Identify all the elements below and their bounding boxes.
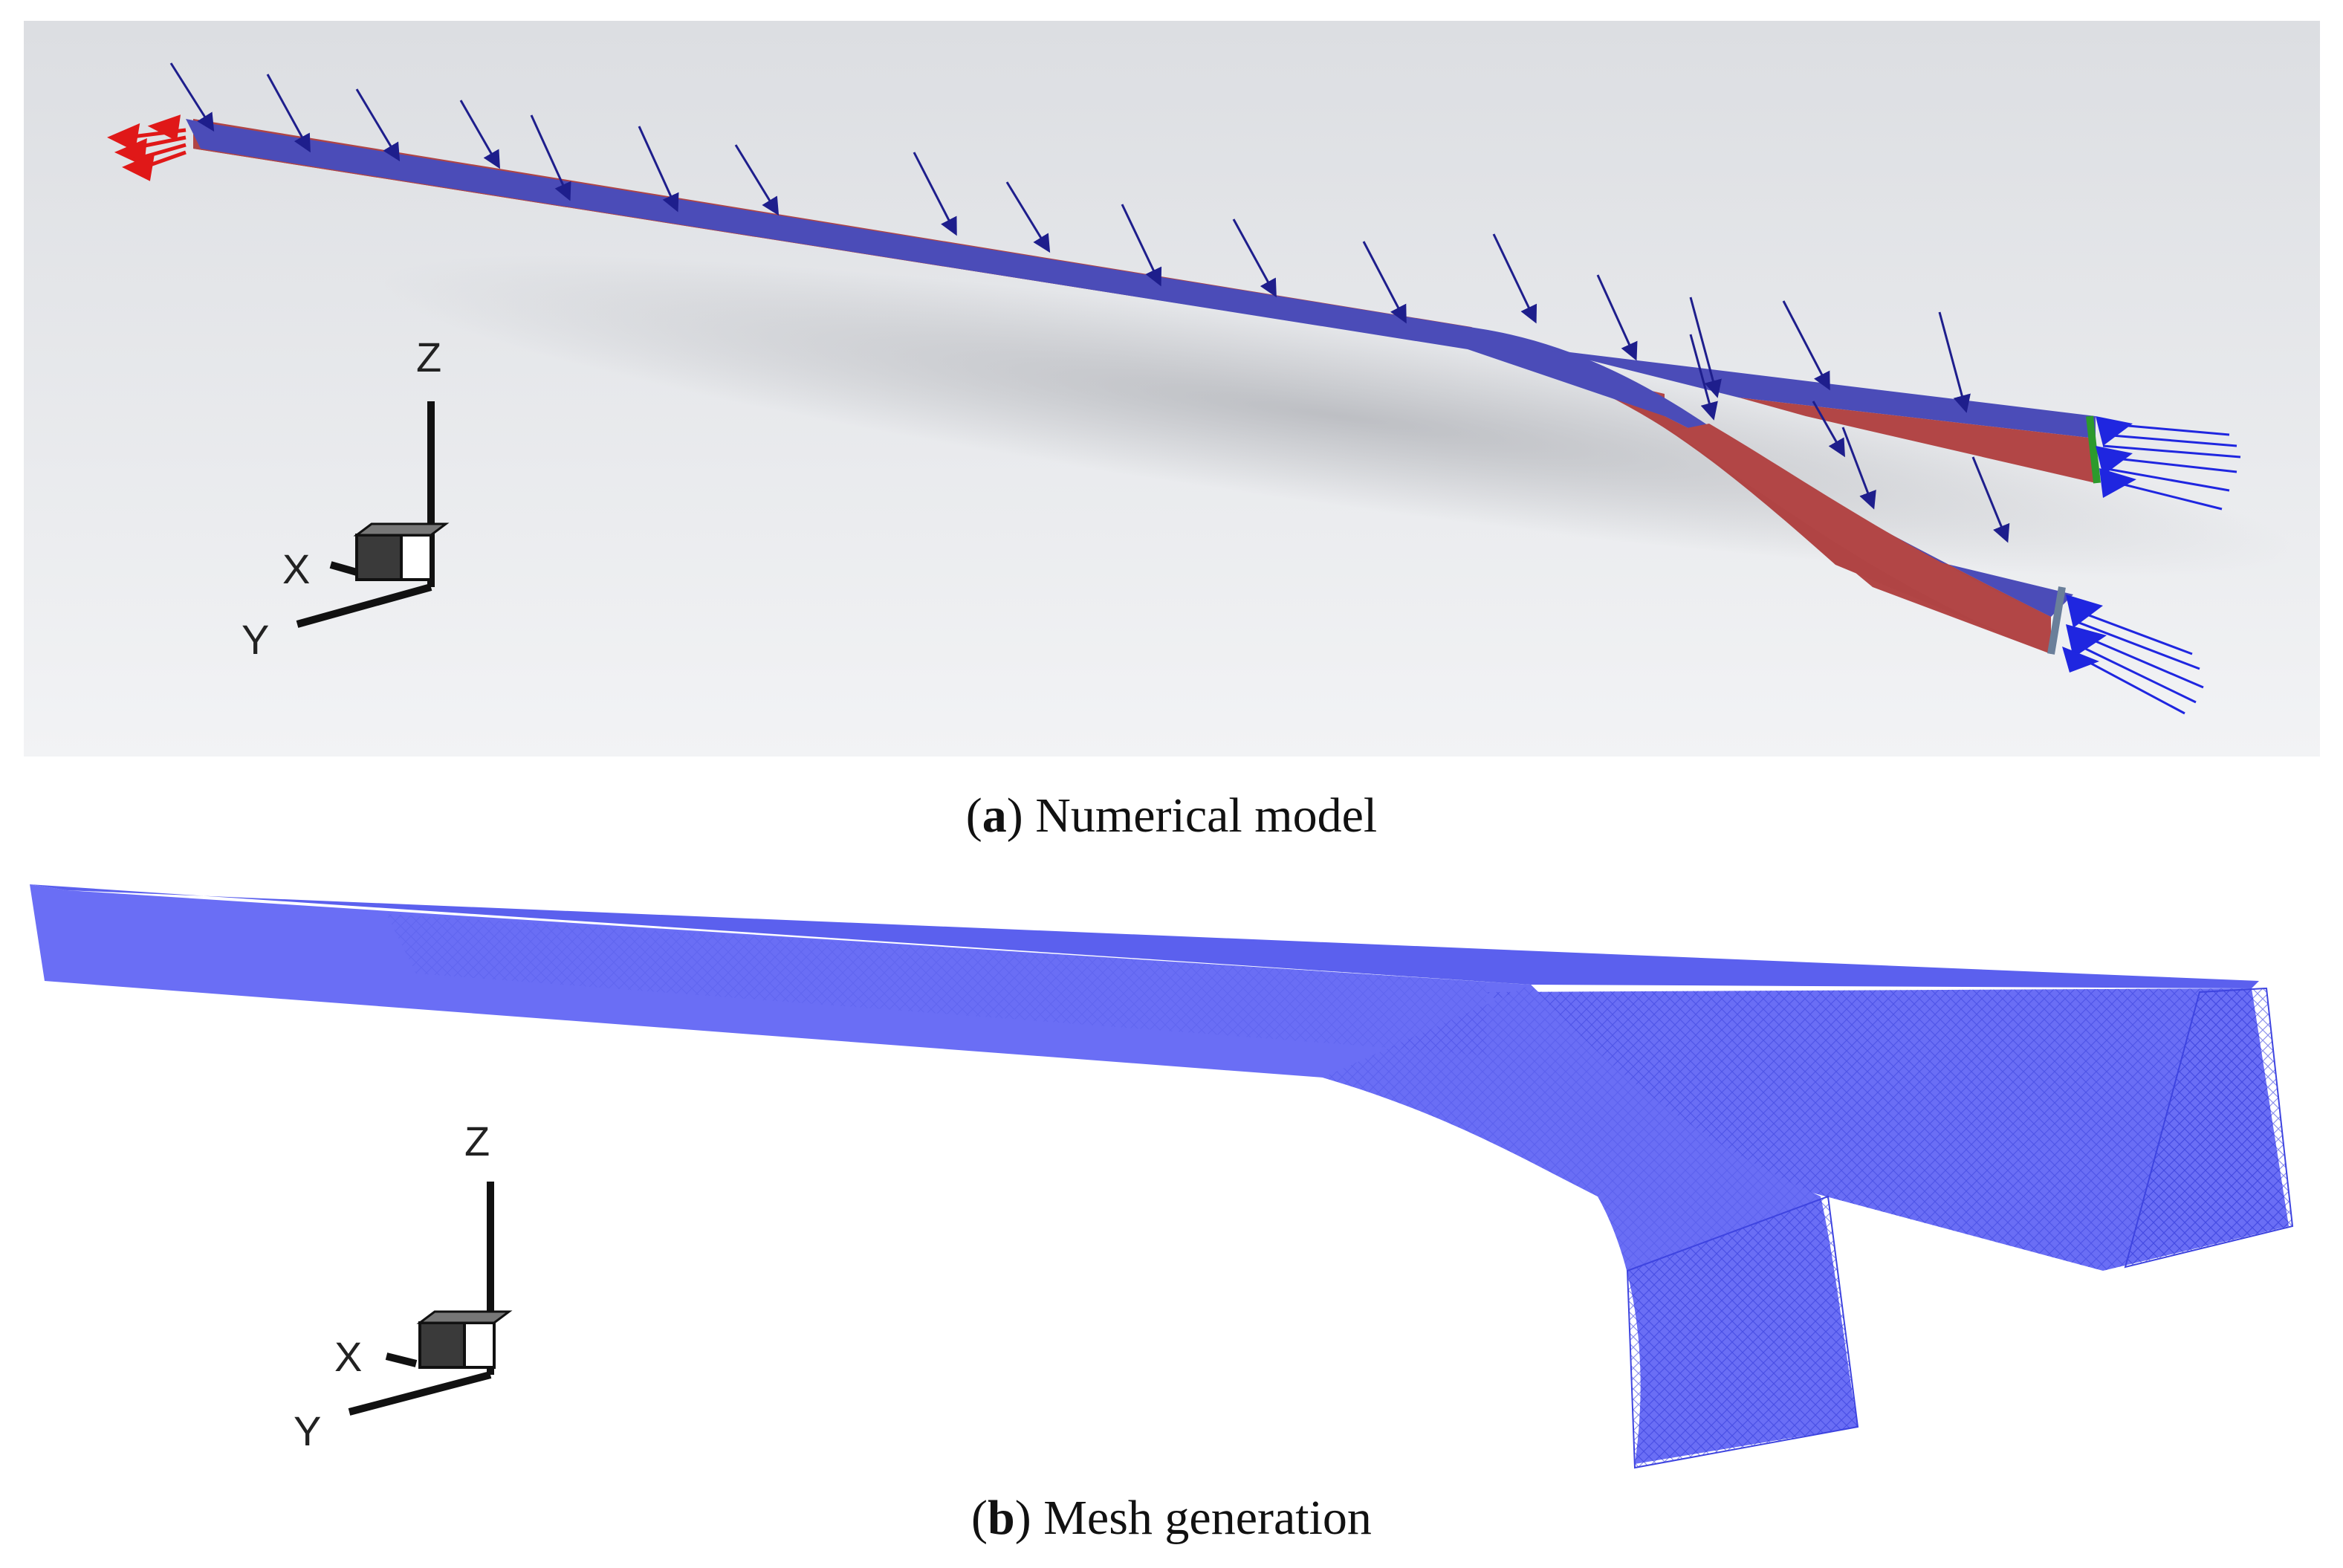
load-arrow-icon [1938,311,1971,413]
load-arrow-icon [638,126,679,213]
caption-a-text: Numerical model [1035,788,1378,843]
load-arrow-icon [459,100,500,169]
load-arrow-icon [1492,233,1537,324]
load-arrow-icon [530,114,571,201]
lower-branch-side [1672,424,2051,654]
axis-label-x: X [282,545,310,592]
mesh-branch-end-face [1626,1195,1859,1469]
mesh-right-branch-pattern [1486,988,2289,1271]
load-arrow-icon [355,88,401,162]
load-arrow-icon [1005,181,1051,253]
upper-branch-side [1739,398,2096,483]
load-arrow-icon [1812,401,1845,458]
load-arrow-icon [1689,297,1722,398]
outlet-arrowheads [2062,416,2136,673]
load-arrow-icon [913,152,957,236]
load-arrow-icon [1689,334,1718,421]
load-arrow-icon [1362,241,1407,324]
load-arrow-icon [1841,427,1876,510]
axis-label-x: X [334,1333,362,1380]
load-arrow-icon [1121,204,1162,287]
load-arrow-icon [266,74,311,153]
mesh-main-top [30,884,2259,988]
outlet-rim-upper [2086,415,2101,484]
axis-label-y: Y [294,1407,321,1454]
load-arrow-icon [1782,300,1830,391]
caption-b-letter: b [988,1491,1015,1545]
caption-b: (b) Mesh generation [971,1491,1372,1545]
load-arrow-icon [169,62,215,132]
load-arrow-icon [1596,274,1638,361]
channel-top-main [186,119,2073,617]
panel-a-numerical-model: Z X Y [24,21,2320,757]
load-arrow-icon [1232,218,1277,298]
axis-triad-icon: Z X Y [294,1118,513,1454]
inlet-arrow-icon [107,114,187,181]
mesh-right-end-face [2124,987,2294,1269]
axis-label-z: Z [464,1118,490,1164]
axis-triad-icon: Z X Y [242,334,450,663]
axis-label-y: Y [242,616,269,663]
upper-branch-top [1546,349,2096,438]
axis-label-z: Z [416,334,441,380]
load-arrow-icon [734,144,780,216]
panel-b-mesh-generation: Z X Y [30,884,2294,1469]
mesh-texture-band [386,914,1486,1055]
caption-a: (a) Numerical model [965,788,1378,843]
outlet-arrow-icon [2073,422,2241,715]
caption-b-text: Mesh generation [1043,1491,1372,1545]
load-arrow-icon [1971,456,2010,543]
outlet-rim-lower [2047,586,2066,655]
caption-a-letter: a [982,788,1007,843]
load-arrows [169,62,2010,543]
